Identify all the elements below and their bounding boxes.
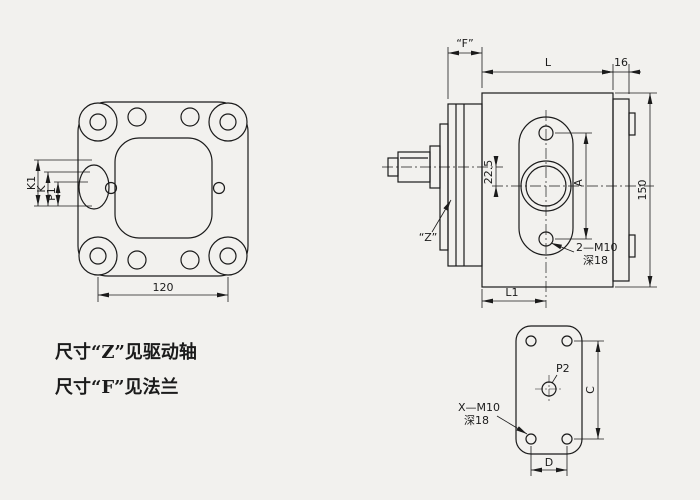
dim-label-22-5: 22.5 bbox=[482, 160, 495, 185]
side-hole-right bbox=[212, 181, 226, 195]
dim-label-k: K bbox=[35, 185, 48, 193]
dim-label-l: L bbox=[545, 56, 552, 69]
front-view: K1 K P1 120 bbox=[25, 101, 249, 302]
dim-label-c: C bbox=[584, 386, 597, 394]
rear-cover bbox=[612, 98, 630, 282]
side-view: “F” L 16 150 22.5 A bbox=[382, 37, 657, 308]
port-label-p2: P2 bbox=[556, 362, 570, 375]
thread-callout-rear: X—M10 bbox=[458, 401, 500, 414]
rear-dimensions: P2 C D X—M10 深18 bbox=[458, 340, 604, 476]
corner-bosses bbox=[78, 102, 248, 276]
note-line-1: 尺寸“Z”见驱动轴 bbox=[55, 341, 197, 363]
dim-label-k1: K1 bbox=[25, 176, 38, 190]
rear-plate-outline bbox=[515, 325, 583, 455]
dim-label-l1: L1 bbox=[505, 286, 518, 299]
center-recess-outline bbox=[114, 137, 213, 239]
rear-boss-bottom bbox=[628, 234, 636, 258]
dim-label-p1: P1 bbox=[45, 187, 58, 201]
mid-bolt-holes bbox=[127, 107, 200, 270]
notes-block: 尺寸“Z”见驱动轴 尺寸“F”见法兰 bbox=[55, 341, 197, 398]
rear-boss-top bbox=[628, 112, 636, 136]
dim-label-16: 16 bbox=[614, 56, 628, 69]
rear-view: P2 C D X—M10 深18 bbox=[458, 325, 604, 476]
side-hole-left bbox=[104, 181, 118, 195]
side-port-boss bbox=[78, 164, 110, 210]
front-dimensions: K1 K P1 120 bbox=[25, 159, 229, 302]
corner-bolt-holes bbox=[89, 113, 237, 265]
thread-callout-side: 2—M10 bbox=[576, 241, 618, 254]
dim-label-f: “F” bbox=[456, 37, 473, 50]
thread-depth-side: 深18 bbox=[583, 254, 608, 267]
shaft-ref-label: “Z” bbox=[419, 231, 438, 244]
rear-corner-holes bbox=[525, 335, 573, 445]
port-flange bbox=[518, 116, 574, 256]
dim-label-150: 150 bbox=[636, 180, 649, 201]
dim-label-d: D bbox=[545, 456, 553, 469]
dim-label-120: 120 bbox=[153, 281, 174, 294]
note-line-2: 尺寸“F”见法兰 bbox=[55, 376, 179, 398]
thread-depth-rear: 深18 bbox=[464, 414, 489, 427]
dim-label-a: A bbox=[572, 179, 585, 187]
side-dimensions: “F” L 16 150 22.5 A bbox=[419, 37, 657, 308]
